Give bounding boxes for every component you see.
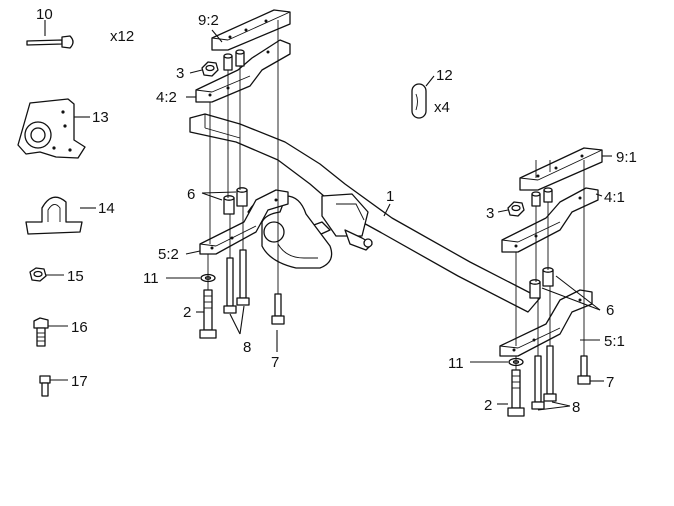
label-2-left: 2 — [183, 304, 191, 321]
label-3-right: 3 — [486, 205, 494, 222]
label-8-left: 8 — [243, 339, 251, 356]
rivet-part-10 — [26, 20, 74, 49]
part-labels: 10 x12 13 14 15 16 17 9:2 3 4:2 6 5:2 11… — [36, 6, 637, 416]
label-14: 14 — [98, 200, 115, 217]
label-6-right: 6 — [606, 302, 614, 319]
assembly-lines-right — [515, 160, 585, 370]
label-5-2: 5:2 — [158, 246, 179, 263]
label-11-right: 11 — [448, 355, 464, 372]
bracket-part-4-2 — [195, 39, 291, 103]
spacer-sleeves-part-6-left — [223, 187, 248, 215]
label-4-1: 4:1 — [604, 189, 625, 206]
bolt-part-7-left — [271, 293, 285, 325]
flange-bolt-part-16 — [33, 317, 68, 347]
bolts-part-8-right — [531, 345, 557, 410]
bracket-part-9-2 — [211, 9, 291, 51]
bracket-part-9-1 — [519, 147, 603, 191]
spacer-sleeves-upper-right — [531, 187, 553, 207]
label-15: 15 — [67, 268, 84, 285]
bolts-part-8-left — [223, 249, 250, 314]
plug-part-12 — [411, 75, 435, 119]
label-qty-rivet: x12 — [110, 28, 134, 45]
label-9-2: 9:2 — [198, 12, 219, 29]
spacer-sleeves-part-6-right — [529, 267, 554, 299]
label-2-right: 2 — [484, 397, 492, 414]
label-11-left: 11 — [143, 270, 159, 287]
label-7-left: 7 — [271, 354, 279, 371]
label-16: 16 — [71, 319, 88, 336]
label-4-2: 4:2 — [156, 89, 177, 106]
label-1: 1 — [386, 188, 394, 205]
bolt-part-2-right — [507, 369, 525, 417]
small-bolt-part-17 — [39, 375, 68, 397]
spacer-sleeves-upper-left — [223, 49, 245, 71]
tow-ball-neck — [247, 191, 333, 269]
label-3-left: 3 — [176, 65, 184, 82]
cable-clamp-part-14 — [25, 196, 96, 235]
leader-lines — [166, 29, 612, 411]
label-13: 13 — [92, 109, 109, 126]
bolt-part-2-left — [199, 289, 217, 339]
label-7-right: 7 — [606, 374, 614, 391]
label-12: 12 — [436, 67, 453, 84]
label-10: 10 — [36, 6, 53, 23]
socket-bracket-part-13 — [17, 98, 90, 159]
nut-part-15 — [29, 267, 64, 282]
assembly-lines-left — [207, 20, 279, 294]
label-9-1: 9:1 — [616, 149, 637, 166]
bracket-part-4-1 — [501, 187, 599, 253]
label-17: 17 — [71, 373, 88, 390]
bracket-part-5-2 — [199, 189, 289, 255]
bolt-part-7-right — [577, 355, 591, 385]
nut-part-3-left — [201, 61, 219, 77]
label-5-1: 5:1 — [604, 333, 625, 350]
label-qty-plug: x4 — [434, 99, 450, 116]
nut-part-3-right — [507, 201, 525, 217]
label-6-left: 6 — [187, 186, 195, 203]
label-8-right: 8 — [572, 399, 580, 416]
